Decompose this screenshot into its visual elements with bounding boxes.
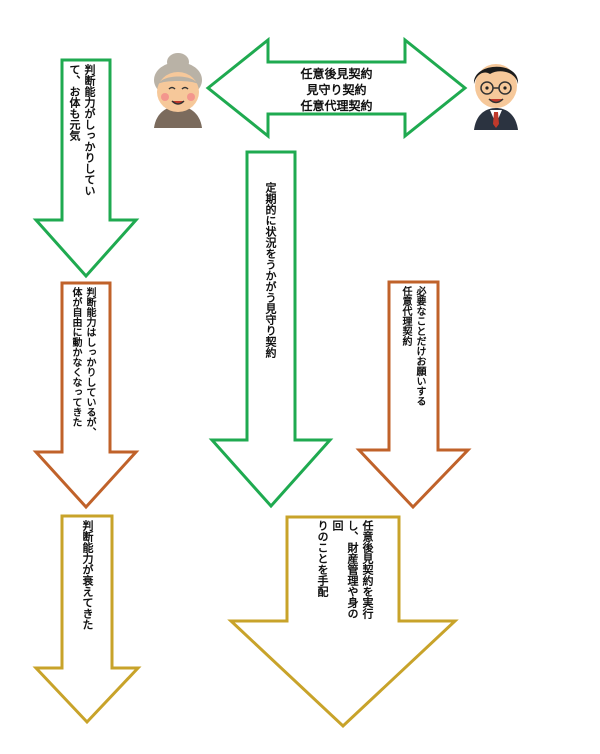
center-arrow-guardianship xyxy=(227,515,459,729)
right-arrow-proxy xyxy=(355,280,472,510)
proxy-label: 必要なことだけお願いする 任意代理契約 xyxy=(400,286,425,406)
guardianship-label: 任意後見契約を実行 し、財産管理や身の回 りのことを手配 xyxy=(316,520,374,619)
man-with-glasses-icon xyxy=(473,64,519,130)
elderly-person-icon xyxy=(154,53,202,128)
center-arrow-monitoring xyxy=(208,150,334,509)
step2-label: 判断能力はしっかりしているが、 体が自由に動かなくなってきた xyxy=(70,287,95,437)
left-arrow-1 xyxy=(32,58,140,279)
left-arrow-3 xyxy=(32,514,142,725)
left-arrow-2 xyxy=(32,281,140,510)
contract-label: 任意後見契約 見守り契約 任意代理契約 xyxy=(300,67,373,113)
contract-double-arrow xyxy=(205,36,468,140)
step1-label: 判断能力がしっかりしてい て、お体も元気 xyxy=(68,64,96,196)
monitoring-label: 定期的に状況をうかがう見守り契約 xyxy=(264,182,277,358)
step3-label: 判断能力が衰えてきた xyxy=(81,520,94,630)
